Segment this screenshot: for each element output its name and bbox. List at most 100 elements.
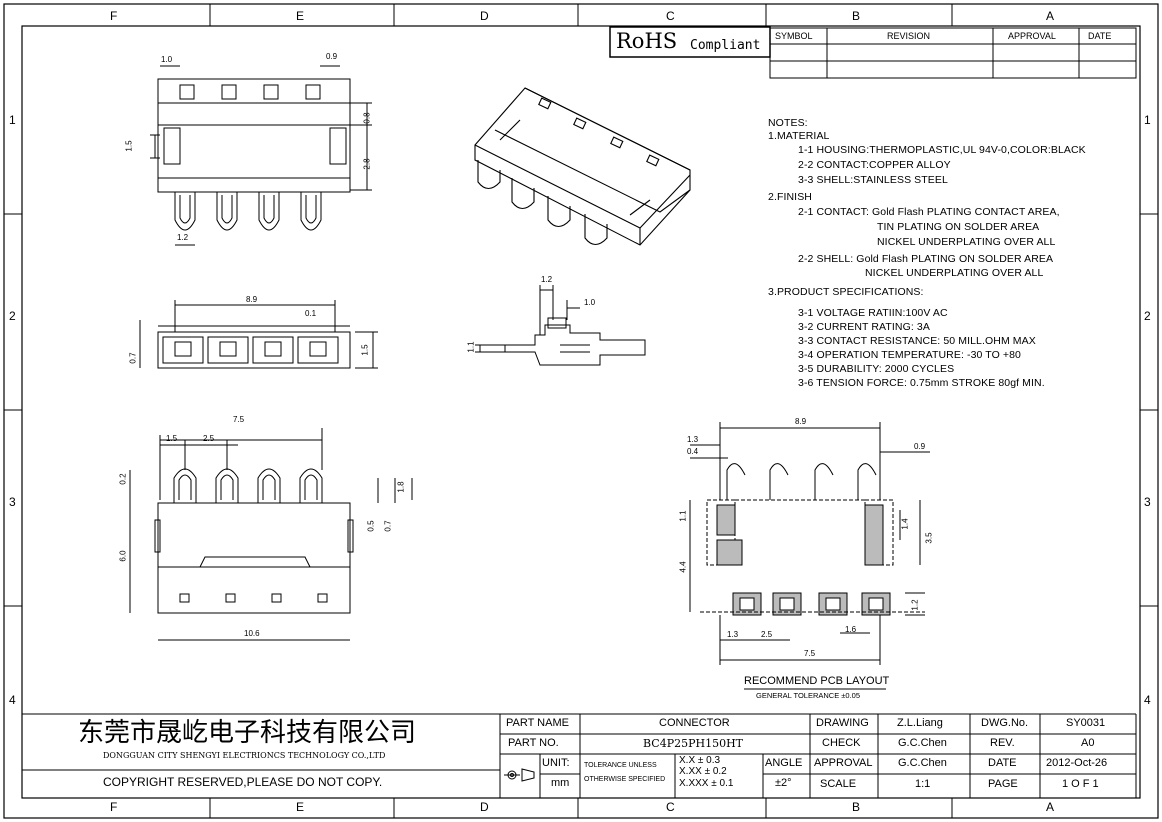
dim-label: 1.3: [727, 630, 739, 639]
dim-label: 1.2: [541, 275, 553, 284]
title-block-lines: [22, 713, 1137, 798]
part-name-value: CONNECTOR: [659, 717, 730, 729]
dim-label: 8.9: [246, 295, 258, 304]
dim-label: 1.5: [124, 140, 134, 152]
dim-label: 1.0: [161, 55, 173, 64]
approval-label: APPROVAL: [814, 757, 873, 769]
dim-label: 2.8: [362, 158, 372, 170]
zone-row-1-right: 1: [1144, 113, 1151, 127]
spec-heading: 3.PRODUCT SPECIFICATIONS:: [768, 286, 924, 298]
dim-label: 1.1: [678, 510, 688, 522]
rev-value: A0: [1081, 737, 1095, 749]
company-name-en: DONGGUAN CITY SHENGYI ELECTRIONCS TECHNO…: [103, 751, 386, 760]
dim-label: 2.5: [761, 630, 773, 639]
material-heading: 1.MATERIAL: [768, 130, 830, 142]
dim-label: 4.4: [678, 561, 688, 573]
finish-line: TIN PLATING ON SOLDER AREA: [877, 221, 1040, 233]
page-label: PAGE: [988, 778, 1018, 790]
dim-label: 1.5: [166, 434, 178, 443]
zone-col-a-top: A: [1046, 9, 1055, 23]
pcb-layout-tolerance: GENERAL TOLERANCE ±0.05: [756, 691, 861, 700]
dim-label: 1.3: [687, 435, 699, 444]
spec-line: 3-2 CURRENT RATING: 3A: [798, 321, 930, 333]
dim-label: 0.9: [326, 52, 338, 61]
dwg-no-value: SY0031: [1066, 717, 1106, 729]
zone-col-d-top: D: [480, 9, 489, 23]
spec-line: 3-3 CONTACT RESISTANCE: 50 MILL.OHM MAX: [798, 335, 1036, 347]
part-name-label: PART NAME: [506, 717, 569, 729]
pcb-layout: [689, 422, 930, 690]
zone-row-3-left: 3: [9, 495, 16, 509]
bottom-view: [129, 428, 413, 641]
dim-label: 7.5: [804, 649, 816, 658]
rev-header-date: DATE: [1088, 31, 1112, 41]
pcb-layout-title: RECOMMEND PCB LAYOUT: [744, 675, 890, 687]
copyright-text: COPYRIGHT RESERVED,PLEASE DO NOT COPY.: [103, 775, 383, 789]
finish-line: 2-1 CONTACT: Gold Flash PLATING CONTACT …: [798, 206, 1060, 218]
dim-label: 8.9: [795, 417, 807, 426]
zone-row-2-right: 2: [1144, 309, 1151, 323]
dim-label: 1.1: [466, 341, 476, 353]
top-view: [150, 65, 372, 246]
angle-value: ±2°: [775, 777, 792, 789]
tolerance-3: X.XXX ± 0.1: [679, 778, 734, 789]
dim-label: 0.1: [305, 309, 317, 318]
spec-line: 3-6 TENSION FORCE: 0.75mm STROKE 80gf MI…: [798, 377, 1045, 389]
angle-label: ANGLE: [765, 757, 803, 769]
rohs-mark: RoHS: [616, 29, 678, 53]
material-line: 1-1 HOUSING:THERMOPLASTIC,UL 94V-0,COLOR…: [798, 144, 1086, 156]
rev-header-approval: APPROVAL: [1008, 31, 1056, 41]
dim-label: 0.7: [383, 520, 393, 532]
dim-label: 0.4: [687, 447, 699, 456]
revision-table: [769, 27, 1137, 79]
notes-title: NOTES:: [768, 117, 808, 129]
rev-header-symbol: SYMBOL: [775, 31, 813, 41]
iso-view: [474, 87, 691, 246]
side-view: [475, 285, 646, 366]
zone-col-e-bottom: E: [296, 800, 305, 814]
rev-label: REV.: [990, 737, 1015, 749]
zone-col-f-top: F: [110, 9, 118, 23]
dim-label: 10.6: [244, 629, 260, 638]
drawing-label: DRAWING: [816, 717, 869, 729]
zone-col-c-top: C: [666, 9, 675, 23]
part-no-value: BC4P25PH150HT: [643, 737, 744, 750]
check-label: CHECK: [822, 737, 861, 749]
zone-col-b-bottom: B: [852, 800, 861, 814]
date-value: 2012-Oct-26: [1046, 757, 1108, 769]
dim-label: 1.6: [845, 625, 857, 634]
scale-label: SCALE: [820, 778, 857, 790]
dim-label: 0.8: [362, 112, 372, 124]
zone-row-4-right: 4: [1144, 693, 1151, 707]
zone-col-b-top: B: [852, 9, 861, 23]
material-line: 3-3 SHELL:STAINLESS STEEL: [798, 174, 948, 186]
tolerance-1: X.X ± 0.3: [679, 755, 721, 766]
company-name-cn: 东莞市晟屹电子科技有限公司: [78, 718, 417, 748]
zone-row-3-right: 3: [1144, 495, 1151, 509]
spec-line: 3-1 VOLTAGE RATIIN:100V AC: [798, 307, 948, 319]
finish-line: NICKEL UNDERPLATING OVER ALL: [877, 236, 1056, 248]
zone-col-d-bottom: D: [480, 800, 489, 814]
zone-col-f-bottom: F: [110, 800, 118, 814]
zone-col-c-bottom: C: [666, 800, 675, 814]
finish-line: NICKEL UNDERPLATING OVER ALL: [865, 267, 1044, 279]
tolerance-2: X.XX ± 0.2: [679, 766, 727, 777]
date-label: DATE: [988, 757, 1017, 769]
dim-label: 1.4: [900, 518, 910, 530]
zone-row-4-left: 4: [9, 693, 16, 707]
dim-label: 1.8: [396, 481, 406, 493]
dim-label: 1.2: [910, 599, 920, 611]
dim-label: 0.7: [128, 352, 138, 364]
tolerance-label-1: TOLERANCE UNLESS: [584, 762, 657, 769]
part-no-label: PART NO.: [508, 737, 559, 749]
dim-label: 1.5: [360, 344, 370, 356]
dim-label: 7.5: [233, 415, 245, 424]
drawing-value: Z.L.Liang: [897, 717, 943, 729]
page-value: 1 O F 1: [1062, 778, 1099, 790]
zone-ticks: [4, 4, 1158, 818]
dim-label: 6.0: [118, 550, 128, 562]
zone-col-e-top: E: [296, 9, 305, 23]
approval-value: G.C.Chen: [898, 757, 947, 769]
